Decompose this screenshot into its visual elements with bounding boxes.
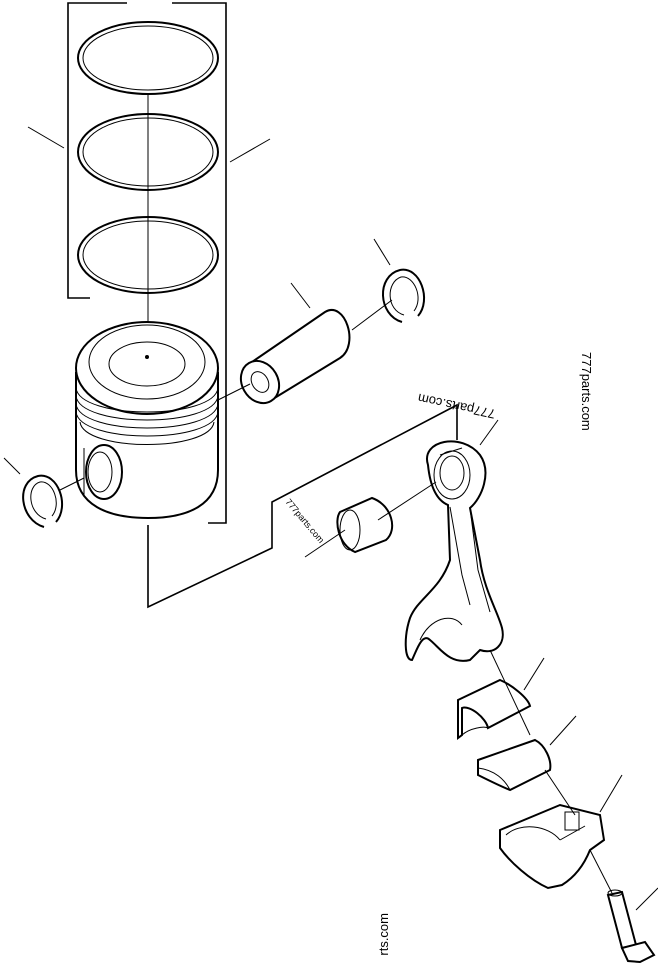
bearing-shell-lower xyxy=(477,738,552,792)
rod-cap xyxy=(499,803,606,890)
connecting-rod xyxy=(404,440,504,662)
piston-center-dot xyxy=(145,355,149,359)
snap-ring-right xyxy=(382,268,425,323)
pin-bushing xyxy=(336,496,394,554)
piston xyxy=(75,321,219,520)
snap-ring-left xyxy=(22,474,63,528)
bearing-shell-upper xyxy=(457,678,532,740)
piston-ring-top xyxy=(77,21,219,95)
piston-pin xyxy=(239,309,351,405)
watermark-mid: 777parts.com xyxy=(283,497,326,545)
watermark-right: 777parts.com xyxy=(579,352,594,431)
ring-group-bracket xyxy=(67,2,227,524)
watermark-bottom: rts.com xyxy=(376,913,391,956)
leader-lines xyxy=(3,126,658,911)
rod-bolt xyxy=(606,889,656,963)
